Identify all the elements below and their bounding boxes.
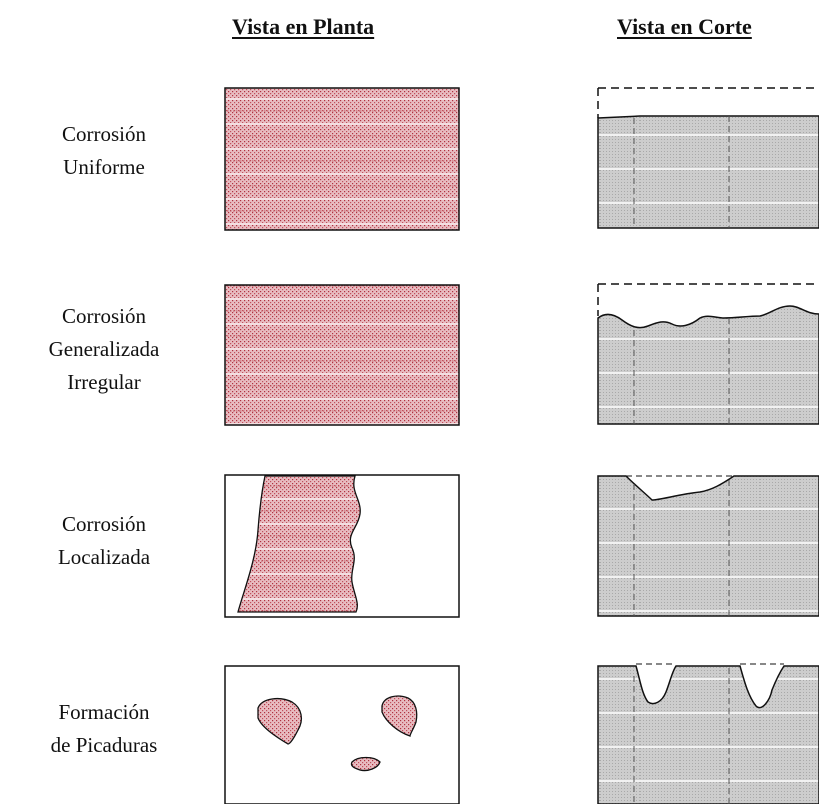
section-uniform	[597, 87, 819, 229]
row-label-irregular-corrosion: Corrosión Generalizada Irregular	[0, 300, 208, 399]
row-label-uniform-corrosion: Corrosión Uniforme	[0, 118, 208, 184]
plan-pitting	[224, 665, 460, 804]
label-line: Corrosión	[62, 122, 146, 146]
plan-localized	[224, 474, 460, 618]
row-label-localized-corrosion: Corrosión Localizada	[0, 508, 208, 574]
label-line: Generalizada	[48, 337, 160, 361]
label-line: Uniforme	[63, 155, 145, 179]
row-label-pitting: Formación de Picaduras	[0, 696, 208, 762]
section-localized	[597, 475, 819, 617]
plan-irregular	[224, 284, 460, 426]
label-line: Formación	[58, 700, 150, 724]
plan-uniform	[224, 87, 460, 231]
section-view-header: Vista en Corte	[617, 14, 752, 39]
label-line: Irregular	[67, 370, 141, 394]
plan-view-header: Vista en Planta	[232, 14, 375, 39]
label-line: Corrosión	[62, 512, 146, 536]
label-line: de Picaduras	[50, 733, 158, 757]
section-pitting	[597, 663, 819, 804]
section-irregular	[597, 283, 819, 425]
label-line: Corrosión	[62, 304, 146, 328]
label-line: Localizada	[57, 545, 151, 569]
